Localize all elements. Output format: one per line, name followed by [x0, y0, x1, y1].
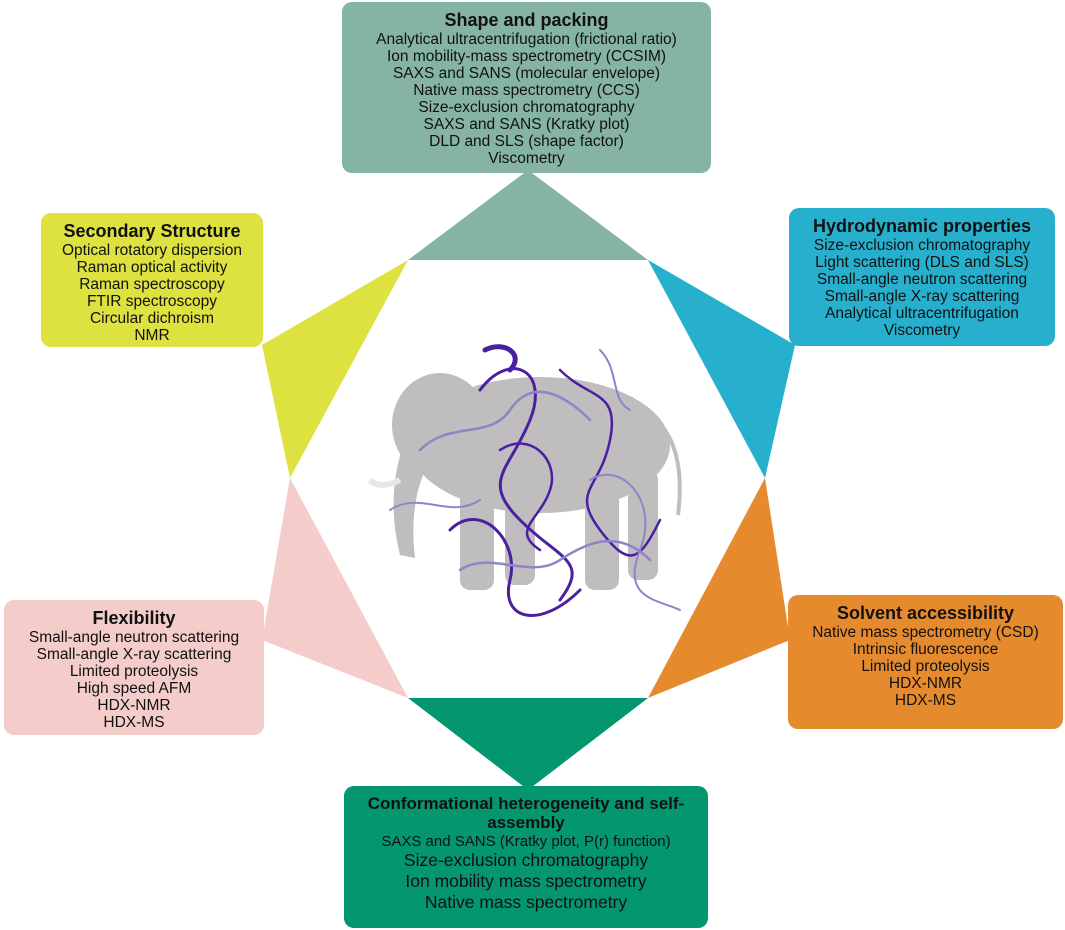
solvent-accessibility-list: Native mass spectrometry (CSD) Intrinsic…	[812, 624, 1039, 709]
solvent-accessibility-title: Solvent accessibility	[836, 603, 1015, 623]
list-item: NMR	[134, 327, 170, 344]
list-item: Size-exclusion chromatography	[813, 237, 1031, 254]
list-item: Size-exclusion chromatography	[418, 99, 635, 116]
list-item: HDX-NMR	[888, 675, 963, 692]
list-item: Ion mobility-mass spectrometry (CCSIM)	[386, 48, 667, 65]
conformational-heterogeneity-title: Conformational heterogeneity and self-as…	[367, 794, 685, 832]
list-item: Native mass spectrometry (CCS)	[413, 82, 640, 99]
list-item: FTIR spectroscopy	[86, 293, 218, 310]
secondary-structure-title: Secondary Structure	[63, 221, 241, 241]
list-item: Native mass spectrometry (CSD)	[812, 624, 1039, 641]
list-item: High speed AFM	[76, 680, 192, 697]
list-item: Limited proteolysis	[69, 663, 199, 680]
list-item: Viscometry	[883, 322, 961, 339]
list-item: Optical rotatory dispersion	[61, 242, 243, 259]
conformational-heterogeneity-list: SAXS and SANS (Kratky plot, P(r) functio…	[381, 833, 670, 913]
flex-connector	[262, 478, 408, 698]
shape-connector	[408, 170, 648, 260]
list-item: Limited proteolysis	[861, 658, 990, 675]
list-item: Viscometry	[488, 150, 565, 167]
list-item: Raman optical activity	[76, 259, 228, 276]
list-item: HDX-NMR	[97, 697, 171, 714]
hydrodynamic-properties-title: Hydrodynamic properties	[812, 216, 1032, 236]
list-item: Ion mobility mass spectrometry	[405, 871, 647, 891]
list-item: Light scattering (DLS and SLS)	[815, 254, 1029, 271]
hydro-connector	[648, 260, 795, 478]
list-item: HDX-MS	[103, 714, 165, 731]
list-item: DLD and SLS (shape factor)	[429, 133, 624, 150]
list-item: Circular dichroism	[89, 310, 215, 327]
conf-connector	[408, 698, 648, 790]
list-item: HDX-MS	[894, 692, 957, 709]
secondary-structure-list: Optical rotatory dispersion Raman optica…	[62, 242, 242, 344]
list-item: Native mass spectrometry	[424, 892, 628, 912]
list-item: Analytical ultracentrifugation	[825, 305, 1019, 322]
conformational-heterogeneity-box: Conformational heterogeneity and self-as…	[344, 786, 708, 928]
shape-packing-list: Analytical ultracentrifugation (friction…	[376, 31, 677, 167]
list-item: Small-angle neutron scattering	[28, 629, 240, 646]
flexibility-title: Flexibility	[92, 608, 176, 628]
list-item: Small-angle X-ray scattering	[36, 646, 232, 663]
shape-packing-title: Shape and packing	[444, 10, 609, 30]
flexibility-box: Flexibility Small-angle neutron scatteri…	[4, 600, 264, 735]
list-item: SAXS and SANS (Kratky plot)	[423, 116, 630, 133]
list-item: Raman spectroscopy	[79, 276, 225, 293]
protein-ensemble-icon	[389, 344, 681, 617]
secondary-structure-box: Secondary Structure Optical rotatory dis…	[41, 213, 263, 347]
tusk-icon	[367, 477, 402, 488]
list-item: Analytical ultracentrifugation (friction…	[376, 31, 677, 48]
list-item: Small-angle neutron scattering	[816, 271, 1028, 288]
list-item: SAXS and SANS (molecular envelope)	[392, 65, 661, 82]
solvent-accessibility-box: Solvent accessibility Native mass spectr…	[788, 595, 1063, 729]
elephant-protein-illustration	[367, 344, 682, 617]
shape-packing-box: Shape and packing Analytical ultracentri…	[342, 2, 711, 173]
hydrodynamic-properties-list: Size-exclusion chromatography Light scat…	[814, 237, 1030, 339]
list-item: Size-exclusion chromatography	[403, 850, 649, 870]
secondary-connector	[262, 260, 408, 478]
list-item: Small-angle X-ray scattering	[824, 288, 1020, 305]
flexibility-list: Small-angle neutron scattering Small-ang…	[29, 629, 239, 731]
solvent-connector	[648, 478, 790, 698]
list-item: SAXS and SANS (Kratky plot, P(r) functio…	[381, 833, 671, 850]
list-item: Intrinsic fluorescence	[852, 641, 999, 658]
hydrodynamic-properties-box: Hydrodynamic properties Size-exclusion c…	[789, 208, 1055, 346]
